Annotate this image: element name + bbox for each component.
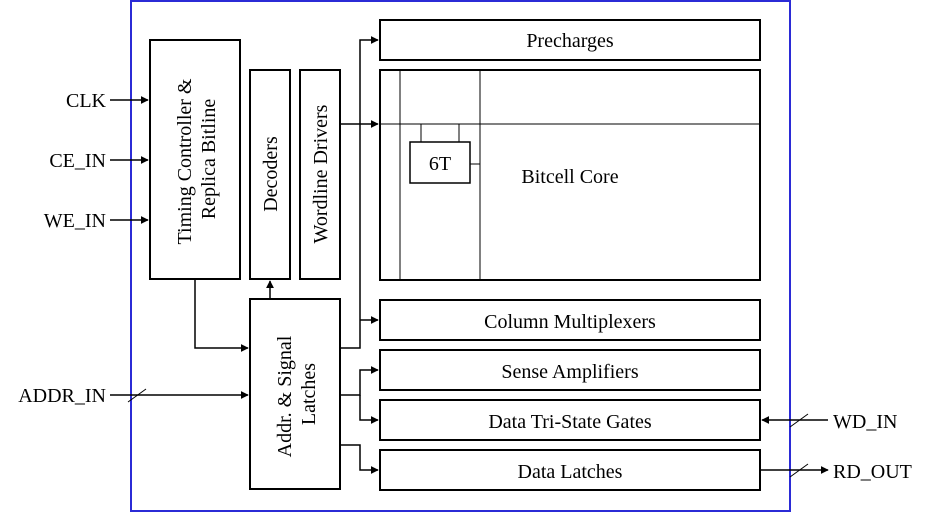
pin-wd-in-label: WD_IN (833, 411, 897, 433)
pin-ce-in: CE_IN (49, 150, 149, 172)
svg-text:Timing Controller & Repl: Timing Controller & Replica Bitline (174, 74, 220, 245)
tristate-block: Data Tri-State Gates (379, 399, 761, 441)
sense-amps-block: Sense Amplifiers (379, 349, 761, 391)
timing-controller-label-line1: Timing Controller & (174, 78, 196, 244)
addr-latches-block: Addr. & Signal Latches (249, 298, 341, 490)
decoders-label: Decoders (260, 136, 282, 212)
column-mux-block: Column Multiplexers (379, 299, 761, 341)
bitcell-6t-label: 6T (429, 153, 451, 175)
addr-latches-label-line1: Addr. & Signal (274, 335, 296, 457)
pin-addr-in: ADDR_IN (18, 385, 249, 407)
pin-clk-label: CLK (66, 90, 107, 112)
pin-rd-out: RD_OUT (760, 461, 912, 483)
pin-we-in-label: WE_IN (44, 210, 106, 232)
pin-wd-in: WD_IN (761, 411, 897, 433)
bitcell-core-label: Bitcell Core (521, 166, 618, 188)
timing-controller-block: Timing Controller & Replica Bitline (149, 39, 241, 280)
macro-boundary (130, 0, 791, 512)
wordline-drivers-label: Wordline Drivers (310, 104, 332, 243)
wordline-drivers-block: Wordline Drivers (299, 69, 341, 280)
pin-ce-in-label: CE_IN (49, 150, 106, 172)
column-mux-label: Column Multiplexers (484, 311, 656, 333)
tristate-label: Data Tri-State Gates (488, 411, 652, 433)
svg-text:Addr. & Signal Latches: Addr. & Signal Latches (274, 331, 320, 458)
pin-rd-out-label: RD_OUT (833, 461, 912, 483)
pin-we-in: WE_IN (44, 210, 149, 232)
data-latches-block: Data Latches (379, 449, 761, 491)
precharges-block: Precharges (379, 19, 761, 61)
addr-latches-label-line2: Latches (298, 363, 320, 425)
pin-addr-in-label: ADDR_IN (18, 385, 106, 407)
decoders-block: Decoders (249, 69, 291, 280)
precharges-label: Precharges (526, 30, 614, 52)
timing-controller-label-line2: Replica Bitline (198, 99, 220, 220)
data-latches-label: Data Latches (518, 461, 623, 483)
internal-wires (194, 36, 379, 474)
sense-amps-label: Sense Amplifiers (501, 361, 638, 383)
bitcell-core-block: 6T Bitcell Core (379, 69, 761, 281)
pin-clk: CLK (66, 90, 149, 112)
bitcell-6t (409, 141, 471, 184)
